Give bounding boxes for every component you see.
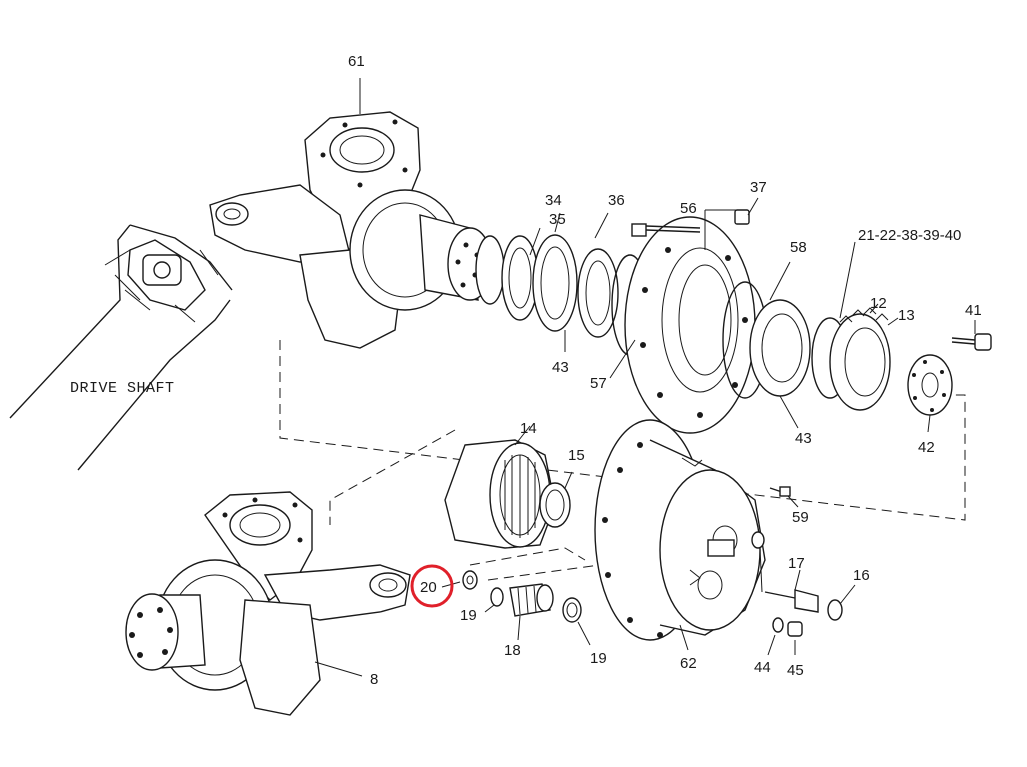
small-fasteners — [764, 486, 856, 656]
label-56: 56 — [680, 200, 697, 217]
label-12: 12 — [870, 295, 887, 312]
lower-hub — [594, 419, 766, 651]
label-18: 18 — [504, 642, 521, 659]
label-8: 8 — [370, 671, 378, 688]
label-45: 45 — [787, 662, 804, 679]
label-57: 57 — [590, 375, 607, 392]
ring-gear-assembly — [749, 241, 899, 429]
label-43-left: 43 — [552, 359, 569, 376]
label-37: 37 — [750, 179, 767, 196]
bolt-and-nut — [631, 197, 759, 250]
label-42: 42 — [918, 439, 935, 456]
assembly-guide-lines — [279, 340, 966, 581]
lower-steering-knuckle — [125, 491, 411, 716]
label-17: 17 — [788, 555, 805, 572]
upper-bearings — [475, 212, 649, 356]
label-43-right: 43 — [795, 430, 812, 447]
part-labels: DRIVE SHAFT 61 34 35 36 56 37 58 21-22-3… — [70, 53, 982, 688]
drive-shaft-label: DRIVE SHAFT — [70, 380, 175, 397]
label-36: 36 — [608, 192, 625, 209]
label-19-right: 19 — [590, 650, 607, 667]
label-59: 59 — [792, 509, 809, 526]
label-14: 14 — [520, 420, 537, 437]
label-44: 44 — [754, 659, 771, 676]
label-21-22-38-39-40: 21-22-38-39-40 — [858, 227, 961, 244]
label-20: 20 — [420, 579, 437, 596]
label-41: 41 — [965, 302, 982, 319]
upper-hub — [609, 216, 768, 434]
upper-steering-knuckle — [209, 78, 493, 349]
label-61: 61 — [348, 53, 365, 70]
label-15: 15 — [568, 447, 585, 464]
highlight-circle — [410, 564, 454, 608]
pinion-and-washers — [462, 570, 591, 646]
label-16: 16 — [853, 567, 870, 584]
label-58: 58 — [790, 239, 807, 256]
label-62: 62 — [680, 655, 697, 672]
label-19-left: 19 — [460, 607, 477, 624]
hub-cover-and-bolt — [907, 320, 992, 433]
label-35: 35 — [549, 211, 566, 228]
label-13: 13 — [898, 307, 915, 324]
label-34: 34 — [545, 192, 562, 209]
drive-shaft — [9, 224, 233, 471]
planet-carrier-drum — [444, 425, 573, 549]
